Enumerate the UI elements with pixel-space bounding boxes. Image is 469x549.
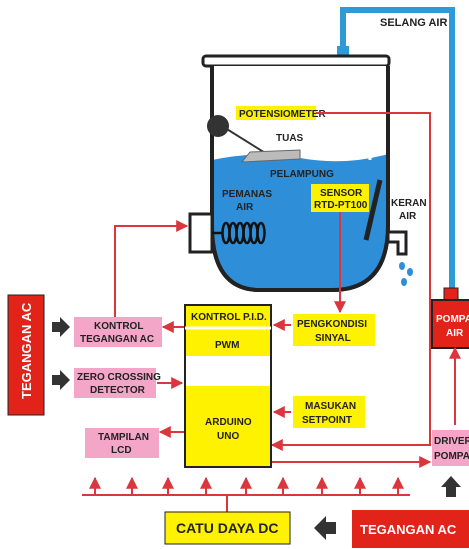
- kontrol-tegangan-block: [74, 317, 162, 347]
- arduino-label-2: UNO: [217, 431, 239, 442]
- catu-daya-label: CATU DAYA DC: [176, 520, 278, 536]
- heater-housing: [188, 212, 214, 254]
- lever: [221, 125, 271, 157]
- signal-lines: [114, 112, 461, 468]
- sensor-label-2: RTD-PT100: [314, 200, 368, 211]
- sensor-label-box: [311, 184, 369, 212]
- arrow-up-driver: [441, 476, 461, 497]
- zero-label-1: ZERO CROSSING: [77, 372, 161, 383]
- sensor-probe: [363, 179, 383, 241]
- tampilan-label-2: LCD: [111, 445, 132, 456]
- faucet: [386, 230, 408, 256]
- pump-top: [443, 287, 459, 301]
- heater-coil: [212, 221, 266, 245]
- kontrol-label-1: KONTROL: [94, 321, 143, 332]
- pump-label-2: AIR: [446, 328, 464, 339]
- hose-label: SELANG AIR: [380, 17, 447, 29]
- pengkondisi-label-1: PENGKONDISI: [297, 319, 367, 330]
- water-tank: [201, 54, 391, 292]
- ac-source-side-label: TEGANGAN AC: [19, 302, 34, 399]
- driver-label-2: POMPA: [434, 451, 469, 462]
- kontrol-label-2: TEGANGAN AC: [80, 334, 154, 345]
- ac-source-bottom-label: TEGANGAN AC: [360, 522, 457, 537]
- tampilan-lcd-block: [85, 428, 159, 458]
- catu-daya-block: [164, 511, 291, 545]
- faucet-label-1: KERAN: [391, 198, 427, 209]
- float-label: PELAMPUNG: [270, 169, 334, 180]
- masukan-label-2: SETPOINT: [302, 415, 352, 426]
- arrow-ac-catu: [314, 516, 336, 540]
- zero-label-2: DETECTOR: [90, 385, 146, 396]
- driver-label-1: DRIVER: [434, 436, 469, 447]
- pid-label: KONTROL P.I.D.: [191, 312, 267, 323]
- masukan-setpoint-block: [293, 396, 365, 428]
- pwm-label: PWM: [215, 340, 239, 351]
- arrow-ac-zero: [52, 370, 70, 390]
- pump-label-1: POMPA: [436, 314, 469, 325]
- pengkondisi-label-2: SINYAL: [315, 333, 351, 344]
- driver-pompa-block: [432, 430, 469, 466]
- lever-label: TUAS: [276, 133, 304, 144]
- tampilan-label-1: TAMPILAN: [98, 432, 149, 443]
- zero-crossing-block: [74, 368, 156, 398]
- potentiometer-label-box: [236, 106, 316, 120]
- ac-source-bottom: [352, 510, 469, 548]
- ac-source-side: [7, 294, 45, 416]
- float: [240, 149, 301, 163]
- sensor-label-1: SENSOR: [320, 188, 363, 199]
- arrow-ac-kontrol: [52, 317, 70, 337]
- faucet-label-2: AIR: [399, 211, 417, 222]
- masukan-label-1: MASUKAN: [305, 401, 356, 412]
- heater-label-2: AIR: [236, 202, 254, 213]
- pengkondisi-block: [293, 314, 375, 346]
- water-drops-faucet: [399, 262, 413, 286]
- potentiometer-knob: [207, 115, 229, 137]
- potentiometer-label: POTENSIOMETER: [239, 109, 326, 120]
- power-bus: [82, 476, 410, 512]
- heater-label-1: PEMANAS: [222, 189, 272, 200]
- arduino-label-1: ARDUINO: [205, 417, 252, 428]
- water-hose: [340, 7, 455, 300]
